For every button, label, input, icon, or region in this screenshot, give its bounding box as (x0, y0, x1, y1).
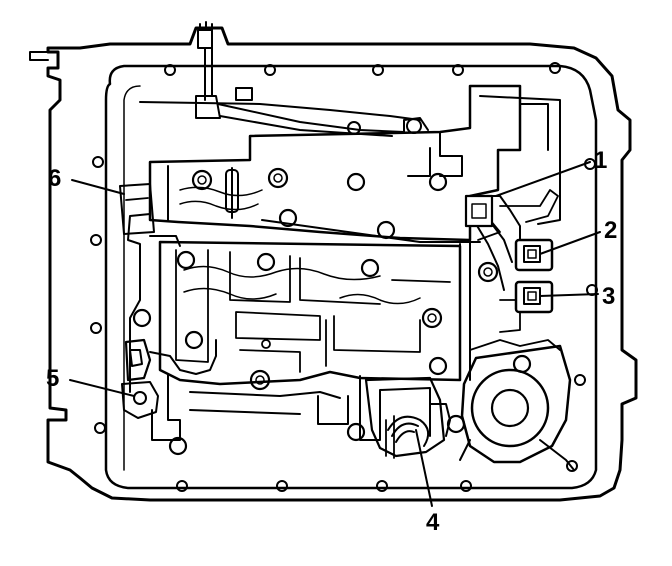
callout-2: 2 (604, 217, 617, 244)
leader-4 (415, 429, 433, 507)
bolt (376, 220, 396, 240)
leader-2 (539, 231, 601, 255)
bolt (346, 172, 366, 192)
callout-5: 5 (46, 365, 59, 392)
connector-lower (514, 280, 554, 314)
callout-3: 3 (602, 283, 615, 310)
accumulator-housing (459, 344, 575, 471)
bolt (428, 172, 448, 192)
bolt (360, 258, 380, 278)
solenoid-connector (464, 194, 494, 228)
manual-shaft-assembly (139, 21, 429, 137)
bolt (132, 308, 152, 328)
leader-3 (539, 293, 599, 297)
bolt (428, 356, 448, 376)
leader-1 (495, 161, 591, 197)
bolt (267, 167, 289, 189)
bolt (346, 422, 366, 442)
leader-5 (69, 379, 135, 397)
bolt (278, 208, 298, 228)
callout-labels: 1 2 3 4 5 6 (46, 147, 617, 536)
bolt (249, 369, 271, 391)
valve-body-upper (148, 84, 561, 381)
valve-body-bolts (132, 167, 532, 456)
case-outline (29, 26, 638, 502)
callout-4: 4 (426, 509, 440, 536)
callout-leaders (69, 161, 601, 507)
connector-upper (514, 238, 554, 272)
bolt (184, 330, 204, 350)
callout-1: 1 (594, 147, 607, 174)
bolt (256, 252, 276, 272)
bolt (421, 307, 443, 329)
bolt (176, 250, 196, 270)
callout-6: 6 (48, 165, 61, 192)
bolt (477, 261, 499, 283)
solenoid-coil (364, 376, 451, 459)
leader-6 (71, 179, 125, 195)
flange-bolt-holes (90, 62, 598, 492)
bolt (191, 169, 213, 191)
valve-body-lower (127, 213, 462, 441)
bolt (168, 436, 188, 456)
left-switch-assembly (119, 183, 217, 419)
